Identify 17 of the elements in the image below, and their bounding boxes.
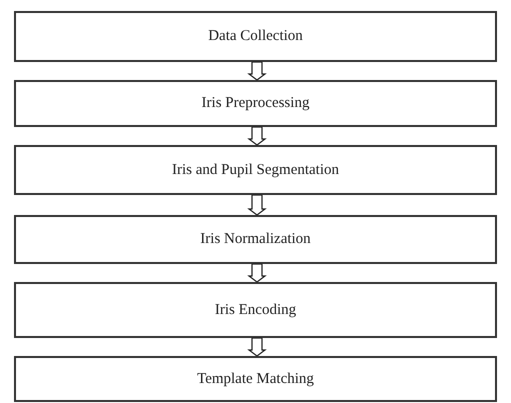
block-arrow	[247, 194, 267, 216]
step-label: Iris and Pupil Segmentation	[172, 160, 340, 180]
block-arrow	[247, 337, 267, 357]
step-label: Iris Normalization	[200, 230, 311, 250]
step-label: Iris Encoding	[214, 300, 296, 320]
process-box	[14, 80, 497, 127]
process-box	[14, 11, 497, 62]
process-box	[14, 215, 497, 264]
block-arrow	[247, 61, 267, 81]
process-box	[14, 282, 497, 338]
block-arrow	[247, 126, 267, 146]
step-label: Data Collection	[208, 27, 303, 46]
block-arrow	[247, 263, 267, 283]
process-box	[14, 356, 497, 402]
step-label: Template Matching	[197, 370, 314, 389]
process-box	[14, 145, 497, 195]
step-label: Iris Preprocessing	[202, 94, 310, 114]
